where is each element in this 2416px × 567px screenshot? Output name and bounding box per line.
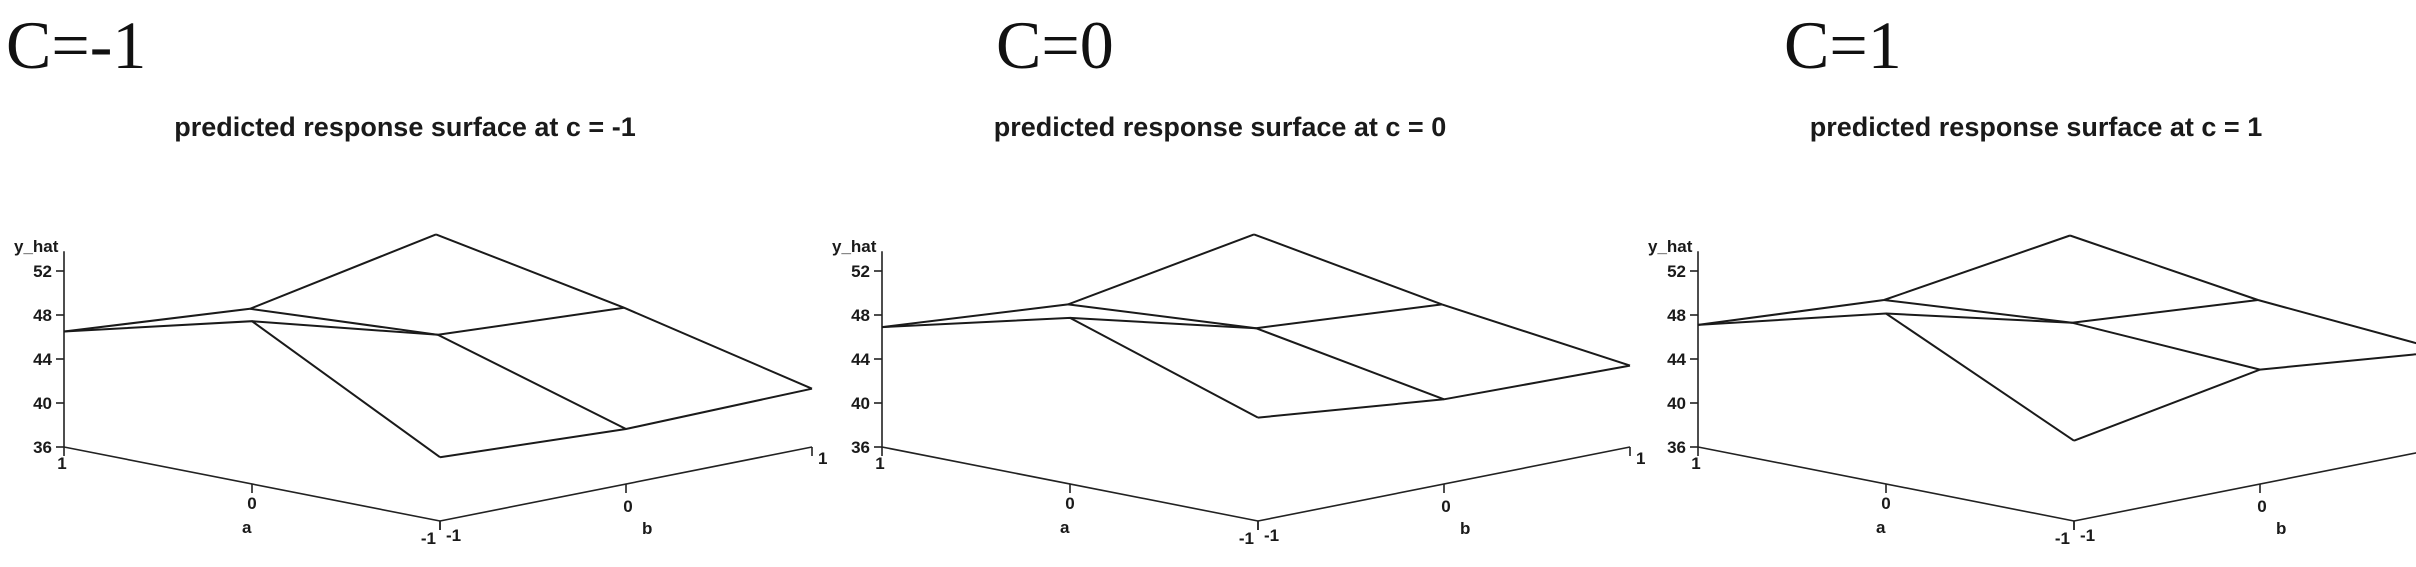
b-tick-label: 1	[818, 449, 827, 468]
b-axis-label: b	[2276, 519, 2286, 538]
surface-line-b-1	[435, 233, 813, 390]
z-tick-label: 36	[1667, 438, 1686, 457]
a-tick-label: -1	[2055, 529, 2070, 548]
a-tick-label: 1	[1691, 454, 1700, 473]
z-tick-label: 40	[1667, 394, 1686, 413]
z-axis-label: y_hat	[1648, 237, 1693, 256]
a-tick-label: 1	[875, 454, 884, 473]
z-tick-label: 36	[33, 438, 52, 457]
surface-line-b--1	[63, 320, 441, 459]
surface-line-b-0	[1067, 303, 1445, 401]
z-axis-label: y_hat	[832, 237, 877, 256]
b-tick-label: 0	[1441, 497, 1450, 516]
chart-panel-1: C=-1 predicted response surface at c = -1…	[6, 7, 827, 548]
panels-layer: C=-1 predicted response surface at c = -1…	[6, 7, 2416, 548]
surface-line-a--1	[439, 387, 813, 459]
b-tick-label: 1	[1636, 449, 1645, 468]
z-axis-label: y_hat	[14, 237, 59, 256]
surface-line-a-1	[63, 233, 437, 333]
surface-line-a-1	[881, 233, 1255, 329]
a-tick-label: 0	[1065, 494, 1074, 513]
z-tick-label: 48	[33, 306, 52, 325]
z-tick-label: 44	[33, 350, 52, 369]
surface-line-a-0	[1885, 299, 2259, 324]
surface-line-b-0	[249, 307, 627, 430]
b-axis-line	[2073, 452, 2416, 522]
b-tick-label: -1	[446, 526, 461, 545]
b-tick-label: -1	[2080, 526, 2095, 545]
chart-title: predicted response surface at c = 1	[1810, 112, 2262, 142]
b-axis-label: b	[642, 519, 652, 538]
a-tick-label: -1	[1239, 529, 1254, 548]
z-tick-label: 52	[1667, 262, 1686, 281]
z-tick-label: 52	[851, 262, 870, 281]
a-axis-label: a	[242, 518, 252, 537]
panel-heading: C=-1	[6, 7, 146, 83]
z-tick-label: 40	[851, 394, 870, 413]
panel-heading: C=0	[996, 7, 1114, 83]
surface-line-b-0	[1883, 299, 2261, 371]
surface-line-a-0	[251, 306, 625, 336]
b-tick-label: 0	[623, 497, 632, 516]
surface-line-b-1	[2069, 234, 2416, 345]
chart-panel-2: C=0 predicted response surface at c = 0 36…	[832, 7, 1645, 548]
a-axis-label: a	[1060, 518, 1070, 537]
a-tick-label: 1	[57, 454, 66, 473]
chart-title: predicted response surface at c = -1	[174, 112, 635, 142]
z-tick-label: 52	[33, 262, 52, 281]
a-tick-label: 0	[1881, 494, 1890, 513]
chart-panel-3: C=1 predicted response surface at c = 1 36…	[1648, 7, 2416, 548]
surface-line-b--1	[1697, 312, 2075, 442]
z-tick-label: 44	[1667, 350, 1686, 369]
chart-title: predicted response surface at c = 0	[994, 112, 1446, 142]
panel-heading: C=1	[1784, 7, 1902, 83]
a-tick-label: 0	[247, 494, 256, 513]
b-axis-label: b	[1460, 519, 1470, 538]
b-tick-label: -1	[1264, 526, 1279, 545]
surface-line-b--1	[881, 316, 1259, 419]
z-tick-label: 48	[851, 306, 870, 325]
a-tick-label: -1	[421, 529, 436, 548]
a-axis-label: a	[1876, 518, 1886, 537]
b-tick-label: 0	[2257, 497, 2266, 516]
surface-line-a--1	[1257, 364, 1631, 419]
surface-line-b-1	[1253, 233, 1631, 367]
z-tick-label: 36	[851, 438, 870, 457]
z-tick-label: 48	[1667, 306, 1686, 325]
surface-line-a-1	[1697, 234, 2071, 326]
surface-line-a-0	[1069, 303, 1443, 330]
z-tick-label: 40	[33, 394, 52, 413]
surface-line-a--1	[2073, 353, 2416, 442]
z-tick-label: 44	[851, 350, 870, 369]
